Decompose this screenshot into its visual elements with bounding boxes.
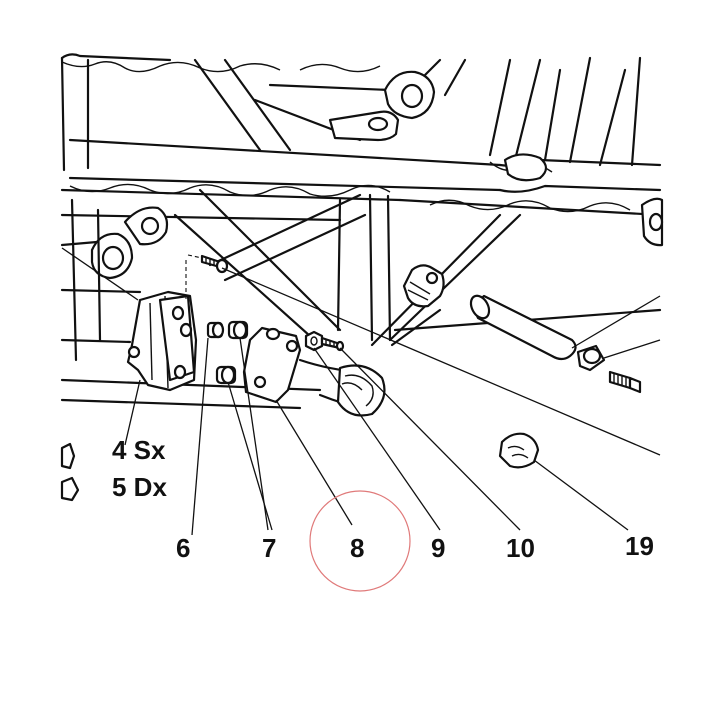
bracket-plate-4-5 bbox=[126, 290, 198, 392]
grommets-7 bbox=[215, 320, 249, 385]
label-19: 19 bbox=[625, 531, 654, 561]
nut-9 bbox=[304, 330, 324, 352]
label-6: 6 bbox=[176, 533, 191, 563]
leader-lines bbox=[61, 247, 661, 536]
label-8: 8 bbox=[350, 533, 365, 563]
loose-nuts bbox=[60, 442, 80, 502]
bushings-6 bbox=[206, 321, 225, 339]
assembly-dashes bbox=[185, 254, 203, 300]
label-7: 7 bbox=[262, 533, 277, 563]
plate-8 bbox=[242, 326, 302, 404]
right-components bbox=[402, 264, 642, 394]
label-5-dx: 5 Dx bbox=[112, 472, 167, 502]
highlight-circle-8 bbox=[309, 490, 411, 592]
label-9: 9 bbox=[431, 533, 446, 563]
frame-tubes bbox=[60, 53, 662, 193]
label-10: 10 bbox=[506, 533, 535, 563]
clip-19 bbox=[498, 432, 540, 469]
long-bolt bbox=[200, 254, 229, 274]
label-4-sx: 4 Sx bbox=[112, 435, 166, 465]
